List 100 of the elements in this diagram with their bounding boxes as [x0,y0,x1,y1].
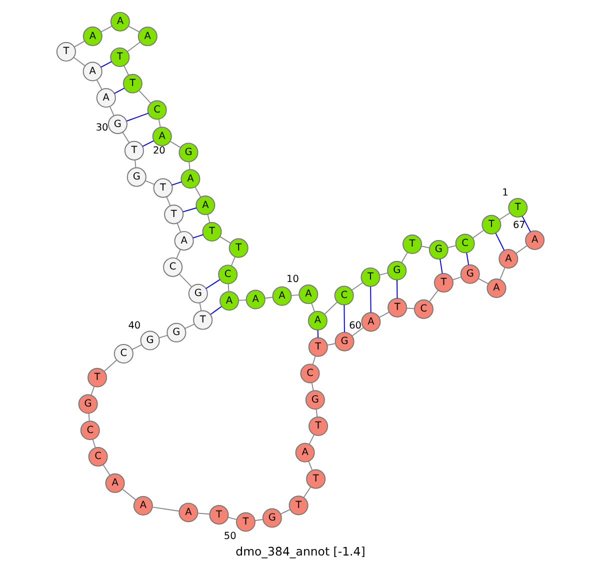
node-circle: C [334,286,354,306]
node-circle: T [228,238,248,258]
connector [472,230,484,238]
node-circle: T [152,178,172,198]
node-circle: A [152,126,172,146]
node-circle: C [413,299,433,319]
connector [308,434,314,445]
connector [324,302,338,315]
connector [515,245,527,254]
node-circle: T [110,47,130,67]
connector [152,506,180,512]
node-label: 67 [512,220,525,231]
connector [158,334,168,338]
connector [310,302,315,312]
node-circle: T [208,505,228,525]
connector [100,61,112,68]
node-circle: T [164,204,184,224]
connector [182,207,196,212]
connector [238,300,246,301]
connector [92,438,96,448]
connector [178,274,192,288]
connector [219,236,230,244]
node-label: 60 [348,320,362,332]
connector [108,106,114,116]
node-circle: G [334,332,354,352]
node-circle: A [524,230,544,250]
node-circle: T [87,368,107,388]
node-circle: T [122,74,142,94]
connector [90,386,94,396]
node-circle: T [124,140,144,160]
connector [100,26,112,32]
connector [192,234,204,238]
connector [144,180,154,185]
connector [378,312,390,318]
node-circle: A [178,502,198,522]
connector [138,90,151,104]
connector [378,272,388,276]
connector [420,246,430,248]
node-circle: A [298,284,318,304]
node-circle: G [304,390,324,410]
connector [113,88,124,94]
node-circle: C [80,420,100,440]
connector [264,296,273,299]
node-circle: A [82,26,102,46]
connector [290,294,299,296]
node-circle: A [486,278,506,298]
connector [206,214,210,223]
connector [131,344,142,350]
node-label: 1 [502,188,508,199]
node-circle: A [174,231,194,251]
node-circle: C [300,364,320,384]
connector [176,222,181,232]
connector [315,408,318,418]
node-circle: C [88,447,108,467]
connector [128,26,140,32]
connector [121,488,136,500]
connector [227,284,229,292]
connector [126,42,140,52]
node-circle: G [386,260,406,280]
node-circle: A [104,473,124,493]
node-circle: C [162,257,182,277]
connector [102,464,110,476]
connector [396,280,398,299]
node-label: 20 [152,146,165,157]
node-circle: T [288,496,308,516]
connector [122,65,128,76]
node-circle: C [218,264,238,284]
node-circle: A [245,290,265,310]
connector [312,356,316,366]
connector [198,302,202,312]
connector [499,267,505,280]
node-circle: G [166,322,186,342]
connector [452,276,462,280]
connector [171,181,182,186]
connector [134,160,136,168]
connector [142,140,154,147]
connector [280,508,290,514]
node-circle: A [96,88,116,108]
node-label: 50 [223,531,236,542]
connector [88,413,90,422]
node-circle: A [360,312,380,332]
node-circle: G [78,394,98,414]
node-circle: A [137,26,157,46]
connector [227,516,237,520]
node-circle: T [433,273,453,293]
node-circle: G [188,284,208,304]
connector [194,186,201,198]
connector [72,56,85,66]
connector [310,382,314,392]
node-circle: A [498,249,518,269]
connector [308,460,312,471]
node-circle: C [113,344,133,364]
connector [96,79,102,90]
node-circle: G [262,508,282,528]
connector [351,327,364,336]
connector [103,360,117,372]
connector [350,282,363,291]
caption: dmo_384_annot [-1.4] [235,544,365,558]
node-circle: A [132,496,152,516]
node-circle: A [195,196,215,216]
